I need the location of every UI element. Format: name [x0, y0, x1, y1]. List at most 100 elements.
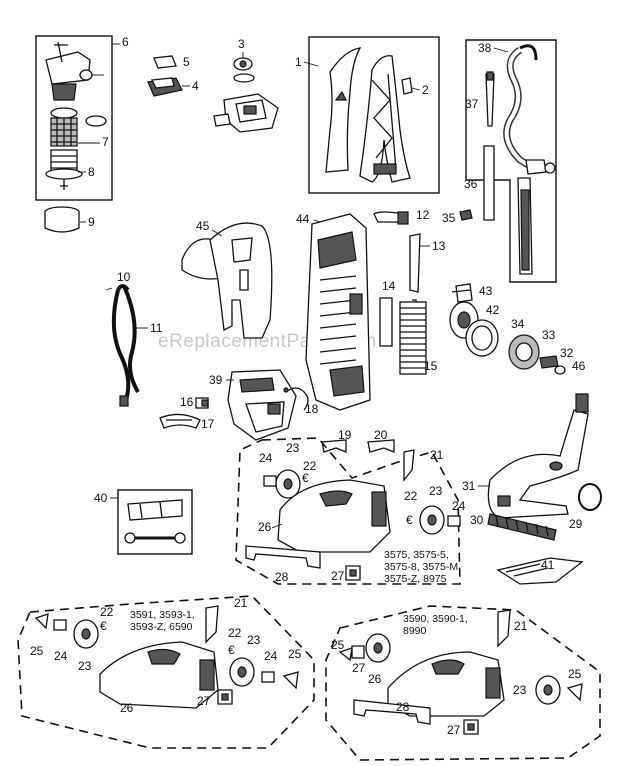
- callout-24-a: 24: [259, 451, 273, 465]
- part-12-latch: [373, 211, 409, 225]
- callout-33: 33: [542, 328, 556, 342]
- part-32-motor-mount: [539, 355, 559, 369]
- callout-38: 38: [478, 41, 492, 55]
- part-27-caster-b: [217, 689, 233, 705]
- part-9-filter-cup: [44, 206, 80, 233]
- callout-32: 32: [560, 346, 574, 360]
- part-4-filter-housing: [147, 77, 183, 97]
- callout-39: 39: [209, 373, 223, 387]
- group-a-outline: [235, 437, 461, 585]
- callout-21-a: 21: [430, 448, 444, 462]
- callout-30: 30: [470, 513, 484, 527]
- callout-14: 14: [382, 279, 396, 293]
- callout-3: 3: [238, 37, 245, 51]
- callout-23-b: 23: [429, 484, 443, 498]
- part-11-power-cord: [111, 284, 140, 407]
- callout-5: 5: [183, 55, 190, 69]
- part-16-switch: [195, 397, 209, 409]
- part-24-axle-b1: [53, 619, 67, 631]
- callout-34: 34: [511, 317, 525, 331]
- callout-45: 45: [196, 219, 210, 233]
- models-group-a-line2: 3575-8, 3575-M,: [384, 561, 461, 573]
- part-28-bumper-c: [353, 699, 431, 725]
- callout-26-b: 26: [120, 701, 134, 715]
- callout-37: 37: [465, 97, 479, 111]
- callout-22-a: 22: [303, 459, 317, 473]
- mark-e1: €: [302, 471, 309, 485]
- callout-4: 4: [192, 79, 199, 93]
- part-27-caster-a: [345, 565, 361, 581]
- part-40-brush-assembly: [117, 489, 193, 555]
- callout-36: 36: [464, 177, 478, 191]
- part-19-bracket: [321, 439, 347, 453]
- part-5-small-filter: [153, 55, 177, 69]
- callout-42: 42: [486, 303, 500, 317]
- part-41-baseplate: [496, 557, 584, 585]
- part-37-crevice-tool: [485, 71, 495, 127]
- callout-6: 6: [122, 35, 129, 49]
- part-6-filter-assembly: [35, 35, 113, 201]
- part-28-bumper-a: [245, 545, 321, 569]
- callout-41: 41: [541, 558, 555, 572]
- callout-28-a: 28: [275, 570, 289, 584]
- callout-35: 35: [442, 211, 456, 225]
- callout-22-b1: 22: [100, 605, 114, 619]
- part-23-wheel-c2: [535, 675, 561, 705]
- part-23-wheel-b2: [229, 657, 255, 687]
- callout-25-b1: 25: [30, 644, 44, 658]
- part-23-wheel-b1: [73, 619, 99, 649]
- part-3-exhaust-assembly: [213, 57, 279, 133]
- part-25-cap-b2: [282, 671, 299, 690]
- part-36-extension-wand: [483, 145, 495, 221]
- callout-25-c2: 25: [568, 667, 582, 681]
- callout-27-c2: 27: [447, 723, 461, 737]
- mark-e4: €: [228, 643, 235, 657]
- mark-e2: €: [406, 513, 413, 527]
- callout-23-c: 23: [513, 683, 527, 697]
- callout-27-a: 27: [331, 569, 345, 583]
- part-24-axle-b: [447, 515, 461, 527]
- part-23-wheel-c1: [365, 633, 391, 663]
- callout-25-b2: 25: [288, 647, 302, 661]
- part-29-belt: [578, 483, 602, 511]
- callout-7: 7: [102, 135, 109, 149]
- part-18-wiring: [283, 387, 309, 411]
- callout-19: 19: [338, 428, 352, 442]
- part-27-caster-c1: [351, 645, 365, 659]
- part-33-motor: [508, 334, 540, 370]
- part-39-motor-housing: [227, 369, 297, 441]
- part-46-bearing: [554, 365, 566, 375]
- callout-24-b1: 24: [54, 649, 68, 663]
- callout-23-a: 23: [286, 441, 300, 455]
- part-26-base-b: [99, 641, 219, 709]
- part-26-base-c: [387, 651, 505, 717]
- callout-12: 12: [416, 208, 430, 222]
- group-b-outline: [17, 595, 315, 749]
- callout-21-c: 21: [514, 619, 528, 633]
- part-31-lower-handle: [487, 393, 589, 519]
- part-1-handle-assembly: [308, 36, 440, 194]
- part-25-cap-b1: [34, 613, 49, 630]
- callout-40: 40: [94, 491, 108, 505]
- callout-26-c: 26: [368, 672, 382, 686]
- part-26-base-a: [277, 479, 391, 553]
- part-17-carry-handle: [159, 413, 201, 429]
- callout-23-b2: 23: [247, 633, 261, 647]
- part-27-caster-c2: [463, 719, 479, 735]
- callout-24-b2: 24: [264, 649, 278, 663]
- models-group-a-line1: 3575, 3575-5,: [384, 549, 449, 561]
- callout-20: 20: [374, 428, 388, 442]
- part-21-pedal-a: [403, 449, 415, 482]
- callout-17: 17: [201, 417, 215, 431]
- callout-21-b: 21: [234, 596, 248, 610]
- part-43-motor-top: [451, 283, 473, 303]
- models-group-a-line3: 3575-Z, 8975: [384, 573, 447, 585]
- callout-26-a: 26: [258, 520, 272, 534]
- callout-24-b: 24: [452, 499, 466, 513]
- callout-27-b: 27: [197, 694, 211, 708]
- mark-e3: €: [100, 619, 107, 633]
- models-group-b-line1: 3591, 3593-1,: [130, 609, 195, 621]
- callout-25-c1: 25: [331, 638, 345, 652]
- models-group-b-line2: 3593-Z, 6590: [130, 621, 193, 633]
